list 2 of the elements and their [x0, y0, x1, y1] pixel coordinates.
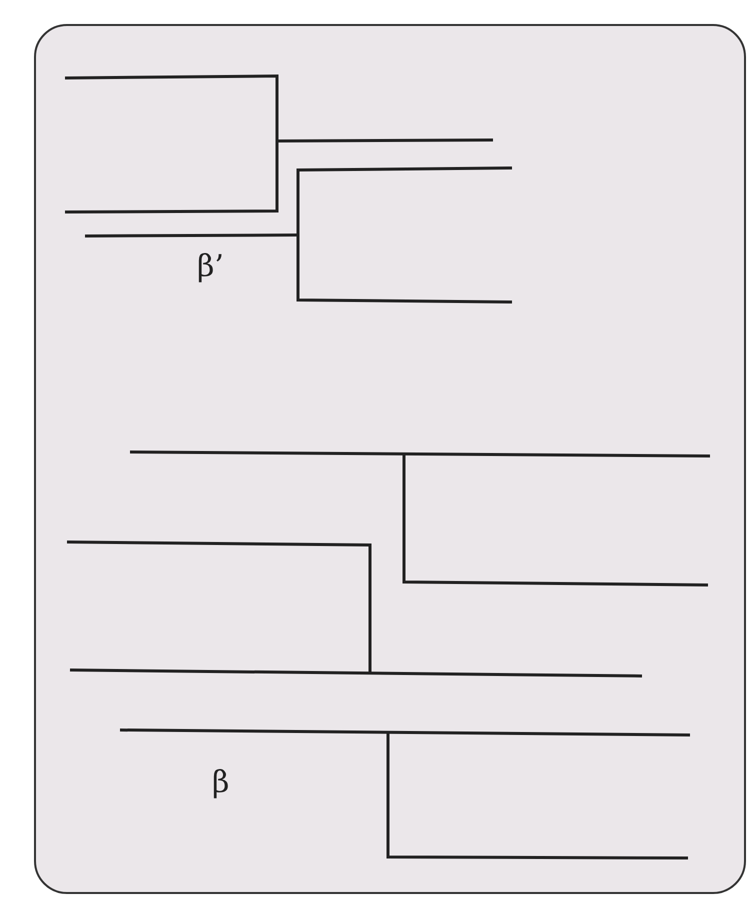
- greek-letter-label: β’: [197, 252, 224, 282]
- greek-letter-label: β: [212, 768, 230, 798]
